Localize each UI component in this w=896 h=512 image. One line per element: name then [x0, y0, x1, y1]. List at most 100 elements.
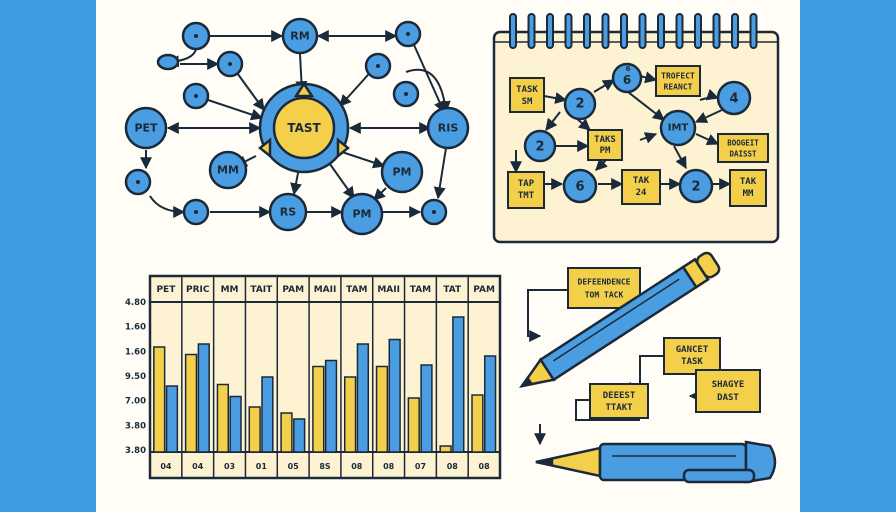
chart-y-ticks: 4.801.601.609.507.003.803.80: [125, 298, 146, 456]
chart-bar: [324, 359, 338, 453]
box-label-tak-24-1: TAK: [633, 176, 650, 186]
box-label-task-sm-2: SM: [522, 97, 533, 107]
spiral-ring: [601, 13, 610, 49]
box-task-sm: [509, 77, 545, 113]
network-node-bpm: [340, 192, 384, 236]
notepad-node: [716, 80, 752, 116]
notepad-boxes: [507, 65, 769, 209]
chart-bar: [471, 394, 484, 453]
pen-icon: [535, 440, 777, 484]
network-node-rm: [281, 17, 319, 55]
box-label-tak-mm-1: TAK: [740, 177, 757, 187]
flow-diagram: DEFEENDENCE TOM TACK GANCET TASK SHAGYE …: [519, 251, 777, 484]
chart-bars: [153, 316, 497, 453]
box-tap-tmt: [507, 171, 545, 209]
box-label-task-sm-1: TASK: [516, 85, 538, 95]
box-label-gancet-1: GANCET: [676, 345, 709, 355]
chart-y-tick-label: 1.60: [125, 347, 146, 357]
chart-column-header: PAM: [473, 285, 495, 295]
spiral-ring: [731, 13, 739, 49]
chart-bar: [293, 418, 306, 453]
chart-bar: [216, 383, 230, 453]
notepad-node: [611, 62, 643, 94]
spiral-ring: [749, 13, 758, 49]
node-label-rs: RS: [280, 206, 296, 219]
chart-bar: [420, 364, 433, 453]
chart-bar: [312, 365, 325, 453]
chart-x-label: 05: [288, 462, 300, 471]
notepad-node-label: IMT: [668, 123, 689, 134]
spiral-ring: [546, 13, 554, 49]
flow-boxes: [567, 267, 761, 419]
spiral-ring: [509, 13, 517, 49]
node-label-rm: RM: [290, 30, 309, 43]
box-label-tap-tmt-1: TAP: [518, 179, 535, 189]
chart-x-label: 08: [479, 462, 491, 471]
tast-triangle: [293, 81, 315, 98]
chart-bar: [165, 385, 179, 453]
network-labels: RM PET TAST RIS MM PM RS PM: [134, 30, 458, 221]
chart-y-tick-label: 9.50: [125, 372, 146, 382]
chart-bar: [483, 355, 497, 453]
tast-triangle: [336, 137, 351, 159]
chart-bar: [375, 365, 389, 453]
chart-column-header: PAM: [282, 285, 304, 295]
notepad-node: [523, 129, 557, 163]
box-label-trofect-2: REANCT: [664, 83, 693, 92]
spiral-ring: [712, 13, 721, 49]
node-label-mm: MM: [217, 164, 239, 177]
box-label-defeendence-2: TOM TACK: [585, 291, 624, 300]
box-label-deeest-1: DEEEST: [603, 391, 636, 401]
box-shagye: [695, 369, 761, 413]
chart-column-header: PET: [156, 285, 176, 295]
chart-column-header: MM: [221, 285, 239, 295]
box-trofect: [655, 65, 701, 97]
pencil-icon: [519, 251, 721, 388]
notepad-node-label: 6: [575, 180, 584, 195]
network-edge: [433, 147, 447, 200]
chart-bar: [153, 346, 166, 453]
node-label-pm: PM: [392, 166, 411, 179]
box-label-boogeit-1: BOOGEIT: [727, 139, 759, 148]
chart-y-tick-label: 4.80: [125, 298, 146, 308]
chart-y-tick-label: 7.00: [125, 397, 146, 407]
chart-bar: [229, 395, 242, 453]
spiral-ring: [675, 13, 684, 49]
chart-x-label: 8S: [319, 462, 331, 471]
chart-bar: [261, 376, 274, 453]
chart-x-label: 08: [447, 462, 459, 471]
box-label-gancet-2: TASK: [681, 357, 703, 367]
box-label-trofect-1: TROFECT: [661, 72, 695, 81]
chart-column-header: TAM: [410, 285, 431, 295]
notepad: TASK SM TROFECT REANCT TAKS PM BOOGEIT D…: [492, 13, 780, 244]
chart-x-label: 01: [256, 462, 268, 471]
notepad-spiral: [509, 13, 758, 49]
chart-column-header: TAM: [346, 285, 367, 295]
chart-columns: [181, 276, 469, 478]
chart-x-label: 03: [224, 462, 235, 471]
box-defeendence: [567, 267, 641, 309]
chart-bar: [452, 316, 465, 453]
box-label-tak-24-2: 24: [636, 188, 647, 198]
chart-y-tick-label: 3.80: [125, 446, 146, 456]
box-boogeit: [717, 133, 769, 163]
chart-column-header: MAII: [314, 285, 337, 295]
network-node-small: [156, 53, 180, 71]
network-node-ris: [426, 106, 470, 150]
notepad-node-small-label: 6: [626, 65, 631, 73]
chart-column-header: MAII: [377, 285, 400, 295]
chart-column-header: TAIT: [250, 285, 273, 295]
node-label-ris: RIS: [438, 122, 459, 135]
chart-column-header: PRIC: [186, 285, 210, 295]
notepad-node-label: 2: [691, 180, 700, 195]
tast-triangle: [257, 137, 272, 159]
box-label-boogeit-2: DAISST: [729, 150, 757, 159]
spiral-ring: [694, 13, 702, 49]
chart-bar: [197, 343, 210, 453]
box-label-taks-pm-2: PM: [600, 146, 611, 156]
notepad-node: [562, 168, 598, 204]
